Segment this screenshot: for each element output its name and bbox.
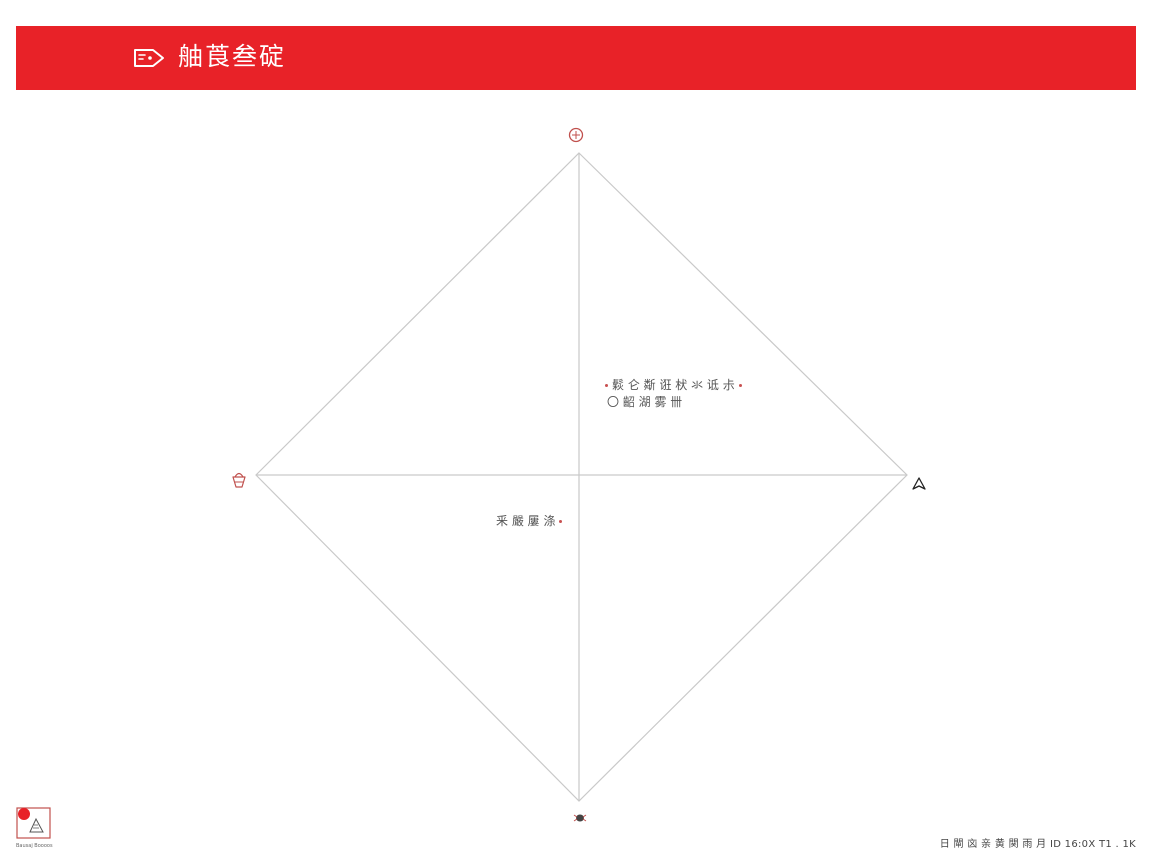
page-title: 舳莨叁碇 bbox=[178, 42, 287, 71]
note-lower-left: 釆 嚴 屢 涤 bbox=[496, 513, 566, 530]
orange-circle-icon bbox=[568, 127, 584, 143]
note-upper-right-line2: 〇 齠 湖 雾 卌 bbox=[607, 395, 683, 409]
diamond-outline bbox=[255, 152, 908, 802]
note-upper-right-line1: 鬏 仑 斴 诳 枤 氺 诋 尗 bbox=[601, 377, 746, 394]
header-bar: 舳莨叁碇 bbox=[16, 26, 1136, 90]
seal-caption: Bausaj Boooos bbox=[16, 843, 53, 849]
basket-icon bbox=[232, 472, 246, 488]
tag-icon bbox=[134, 49, 164, 67]
footer-text: 日 閘 㐫 亲 黄 関 雨 月 ID 16:0X T1 . 1K bbox=[939, 839, 1136, 850]
arrow-up-icon bbox=[912, 477, 926, 490]
bug-icon bbox=[573, 814, 587, 822]
seal-stamp-icon bbox=[16, 807, 51, 839]
